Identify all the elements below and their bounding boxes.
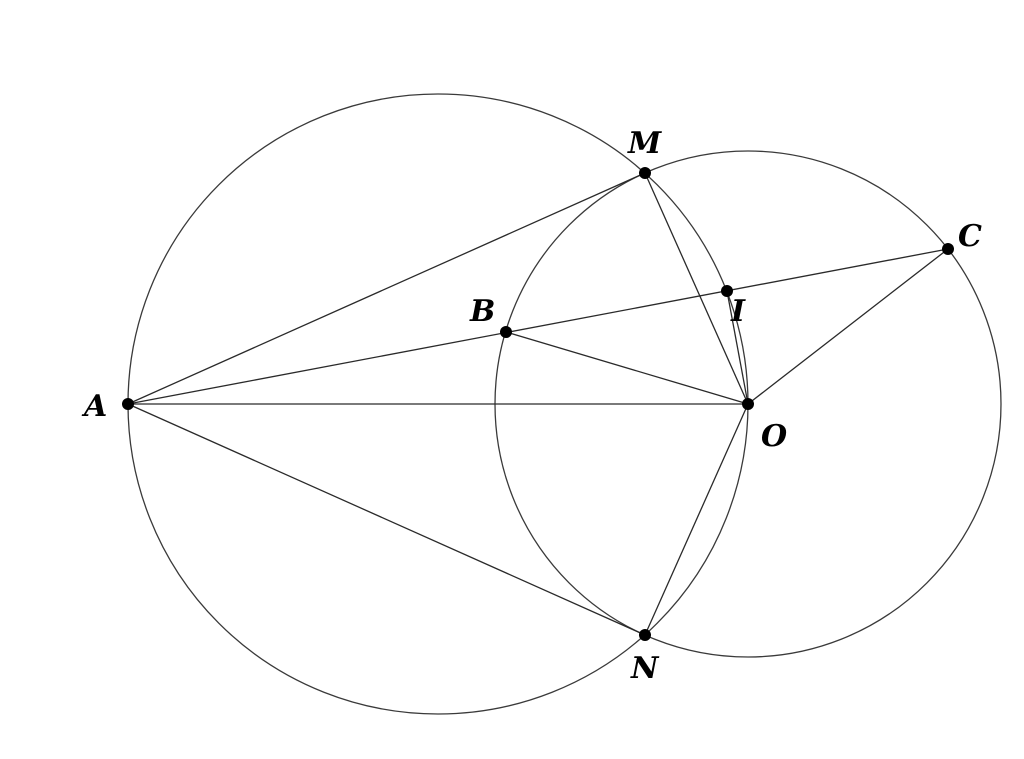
point-o	[742, 398, 754, 410]
segment-io	[726, 290, 749, 405]
segment-ac	[127, 248, 949, 405]
label-i: I	[730, 294, 746, 329]
segment-mo	[644, 172, 749, 405]
label-n: N	[630, 651, 660, 686]
segment-am	[127, 172, 646, 405]
label-b: B	[469, 294, 495, 329]
segment-no	[644, 403, 749, 636]
segment-bo	[505, 331, 749, 405]
label-a: A	[81, 389, 107, 424]
point-m	[639, 167, 651, 179]
point-i	[721, 285, 733, 297]
label-c: C	[958, 219, 982, 254]
segment-an	[127, 403, 646, 636]
point-a	[122, 398, 134, 410]
segment-oc	[747, 248, 949, 405]
point-n	[639, 629, 651, 641]
point-b	[500, 326, 512, 338]
label-m: M	[627, 126, 662, 161]
label-o: O	[761, 419, 787, 454]
point-c	[942, 243, 954, 255]
